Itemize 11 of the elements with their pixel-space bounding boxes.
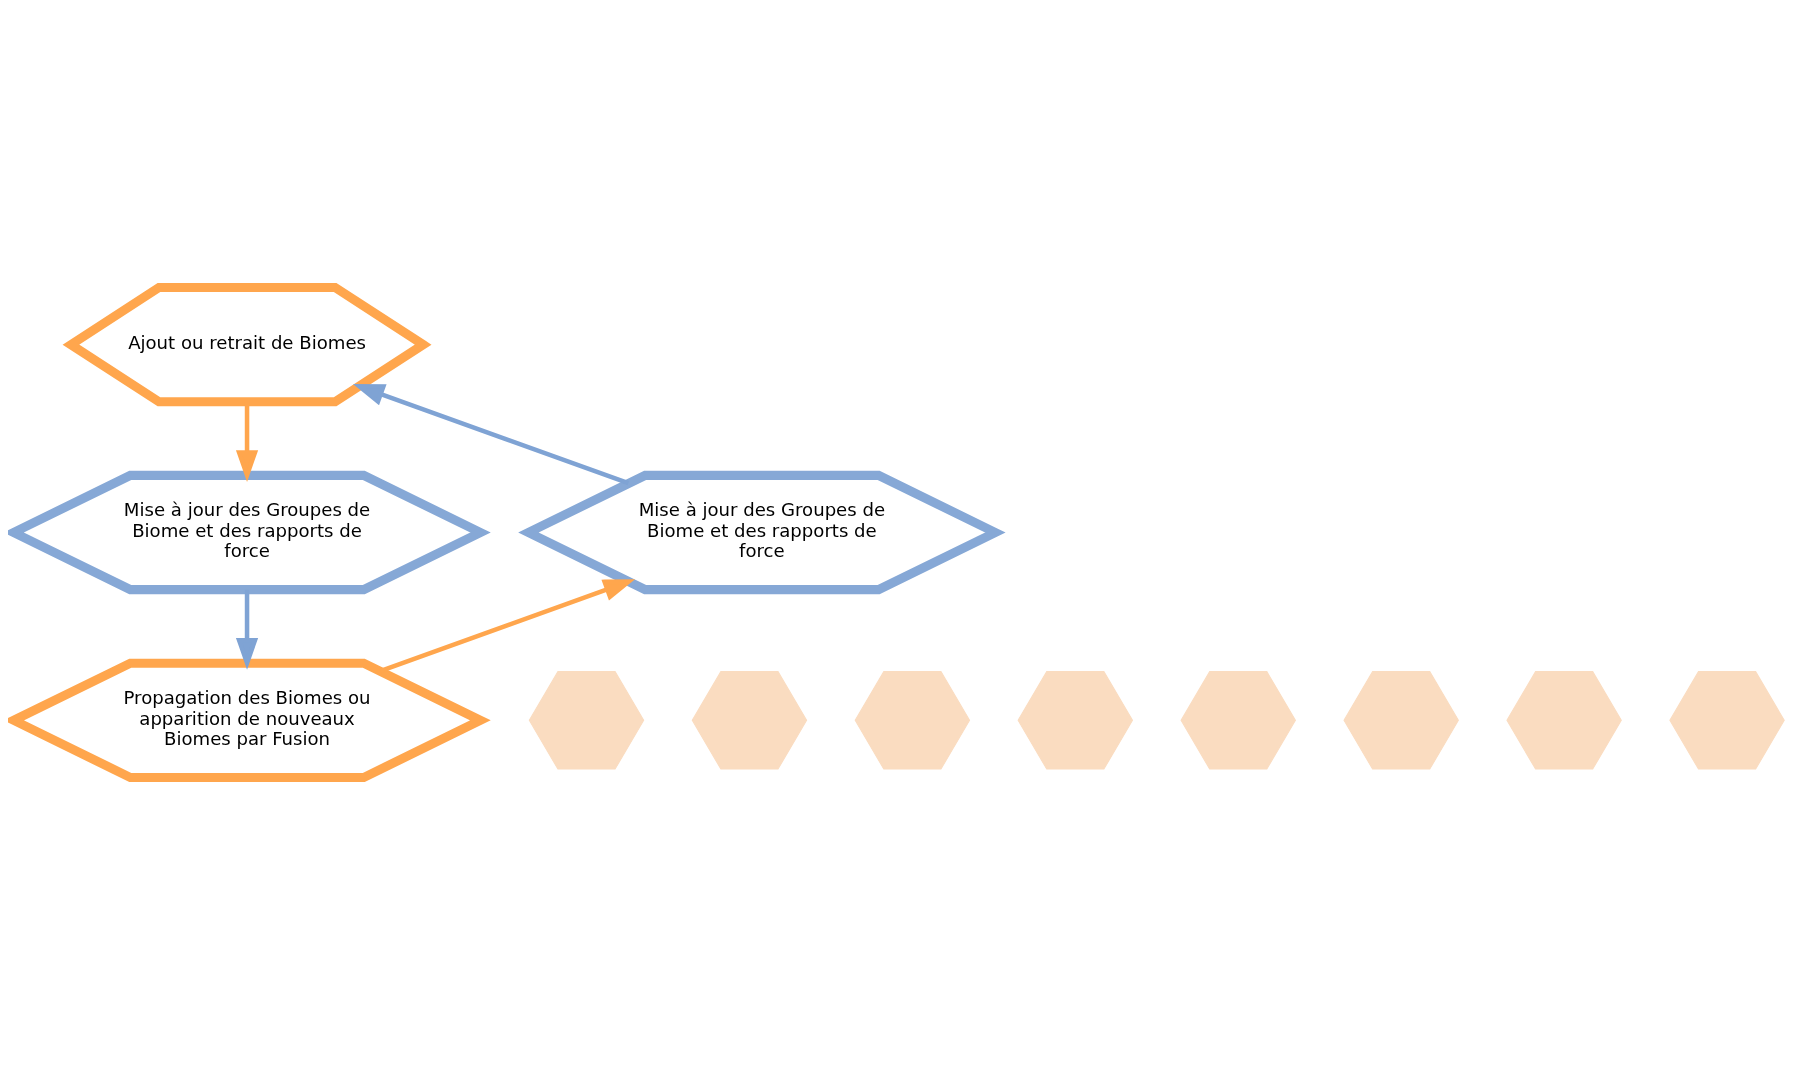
node-hexagon: [1669, 671, 1785, 770]
arrow: [352, 383, 630, 486]
node-hexagon: [1180, 671, 1297, 770]
node-hexagon: [1343, 671, 1459, 770]
node-hexagon: [528, 671, 645, 770]
node-hexagon: [1506, 671, 1622, 770]
arrow: [379, 579, 636, 674]
node-hexagon: [1017, 671, 1134, 770]
arrow: [235, 589, 259, 670]
node-hexagon: [854, 671, 971, 770]
node-hexagon: [691, 671, 808, 770]
